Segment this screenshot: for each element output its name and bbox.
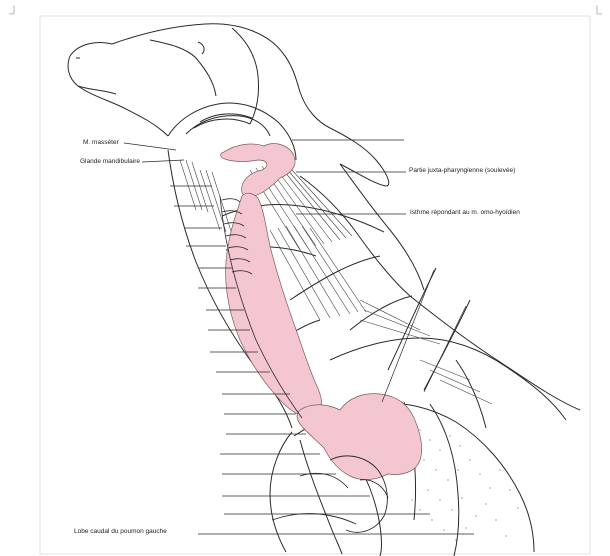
label-masseter: M. masséter (83, 139, 119, 147)
thymus-highlight (221, 144, 422, 480)
label-caudal-lobe: Lobe caudal du poumon gauche (74, 528, 167, 536)
stippled-area (409, 429, 518, 540)
label-mandibular-gland: Glande mandibulaire (80, 158, 140, 166)
thymus-cervical-lobe (226, 193, 322, 417)
leader-lines-right (292, 140, 466, 402)
label-juxta-pharyngeal: Partie juxta-pharyngienne (soulevée) (409, 167, 515, 175)
label-isthmus: Isthme répondant au m. omo-hyoïdien (410, 209, 520, 217)
thymus-thoracic-lobe (297, 394, 422, 480)
